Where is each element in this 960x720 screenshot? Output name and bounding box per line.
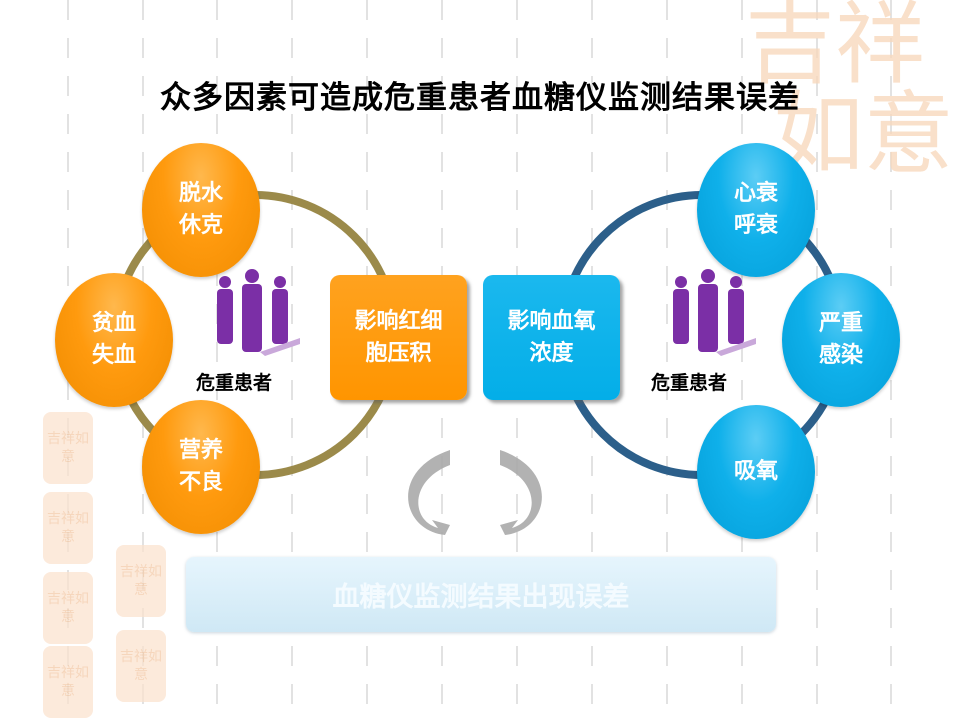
factor-heart-respiratory-failure: 心衰 呼衰 xyxy=(697,143,815,277)
hematocrit-effect-box: 影响红细 胞压积 xyxy=(330,275,467,400)
watermark-stamp: 吉祥如意 xyxy=(116,630,166,702)
factor-malnutrition: 营养 不良 xyxy=(142,400,260,534)
slide-title: 众多因素可造成危重患者血糖仪监测结果误差 xyxy=(160,80,800,116)
watermark-stamp: 吉祥如意 xyxy=(116,545,166,617)
factor-anemia-blood-loss: 贫血 失血 xyxy=(55,273,173,407)
factor-oxygen-inhalation: 吸氧 xyxy=(697,405,815,539)
result-text: 血糖仪监测结果出现误差 xyxy=(332,582,630,613)
curved-arrow-right xyxy=(500,450,542,545)
result-box: 血糖仪监测结果出现误差 xyxy=(186,557,776,632)
patients-icon xyxy=(673,269,756,356)
patients-label: 危重患者 xyxy=(196,372,273,394)
factor-severe-infection: 严重 感染 xyxy=(782,273,900,407)
watermark-stamp: 吉祥如意 xyxy=(43,572,93,644)
patients-icon xyxy=(217,269,300,356)
curved-arrow-left xyxy=(408,450,450,545)
factor-dehydration-shock: 脱水 休克 xyxy=(142,143,260,277)
watermark-stamp: 吉祥如意 xyxy=(43,492,93,564)
watermark-stamp: 吉祥如意 xyxy=(43,646,93,718)
watermark-logo: 吉祥 如意 xyxy=(745,0,954,187)
watermark-stamp: 吉祥如意 xyxy=(43,412,93,484)
patients-label: 危重患者 xyxy=(651,372,728,394)
blood-oxygen-effect-box: 影响血氧 浓度 xyxy=(483,275,620,400)
